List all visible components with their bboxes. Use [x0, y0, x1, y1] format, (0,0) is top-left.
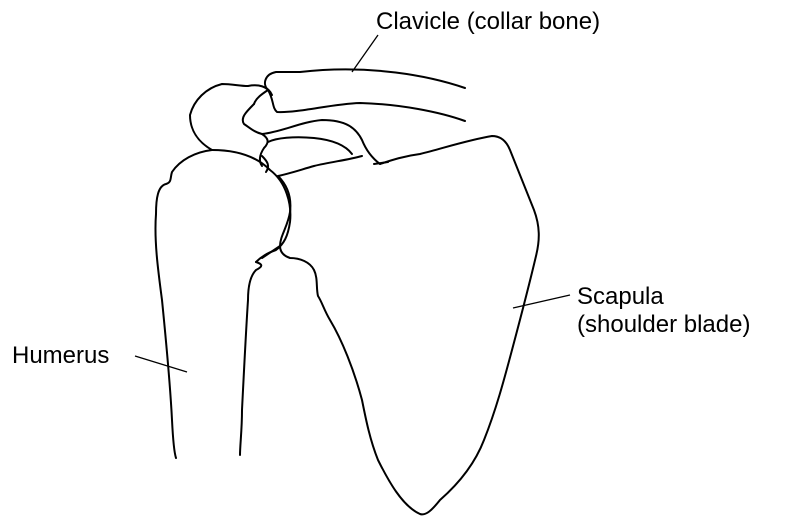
clavicle-label: Clavicle (collar bone)	[376, 8, 600, 36]
scapula-leader-line	[513, 295, 570, 308]
clavicle-bone	[254, 69, 465, 121]
humerus-bone	[155, 150, 290, 458]
scapula-bone	[262, 136, 539, 514]
humerus-label: Humerus	[12, 342, 109, 370]
acromion-process	[190, 84, 388, 166]
scapula-sublabel: (shoulder blade)	[577, 311, 750, 339]
humerus-leader-line	[135, 356, 187, 372]
clavicle-leader-line	[352, 35, 378, 72]
scapula-label: Scapula	[577, 283, 664, 311]
